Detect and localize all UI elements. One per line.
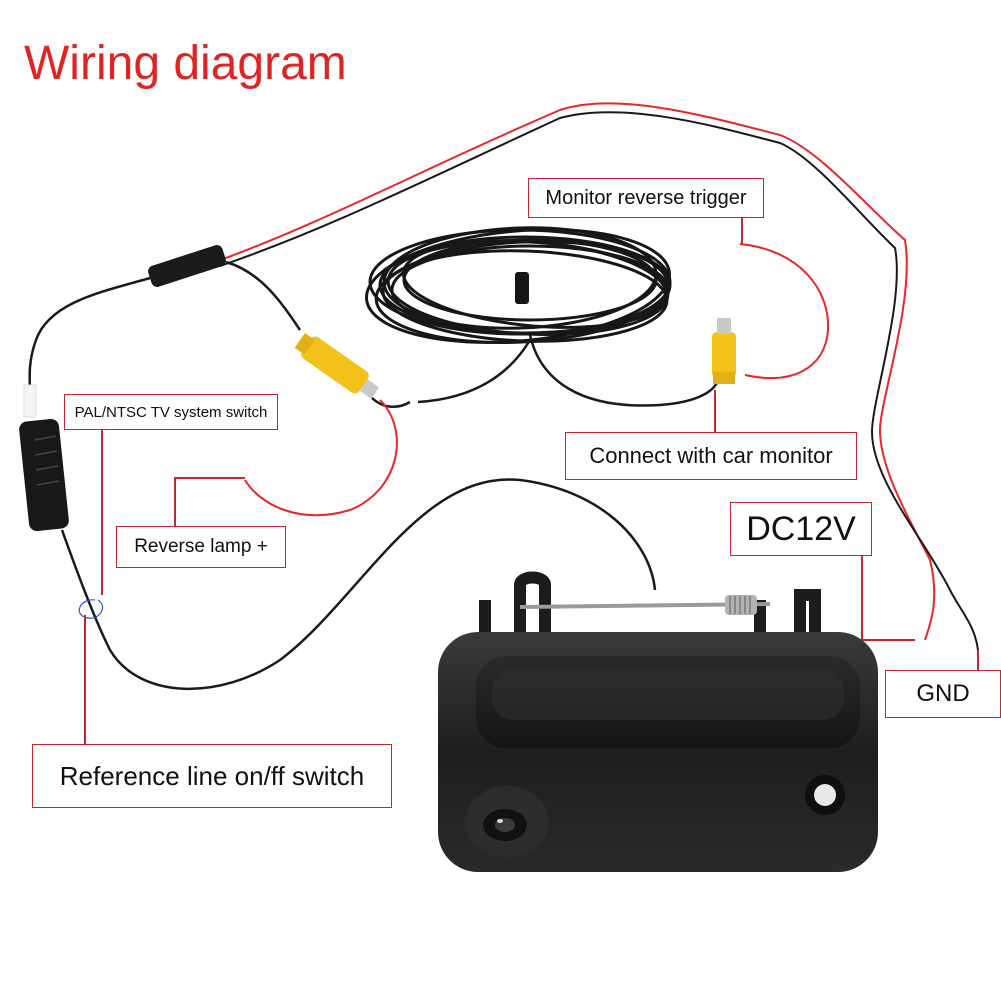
- label-reference-line-switch: Reference line on/ff switch: [32, 744, 392, 808]
- keyhole-icon: [805, 775, 845, 815]
- camera-cable: [60, 478, 657, 691]
- monitor-video-wire: [528, 334, 720, 407]
- camera-lens-icon: [465, 786, 549, 858]
- leader-dc: [861, 556, 915, 641]
- label-dc12v: DC12V: [730, 502, 872, 556]
- label-monitor-reverse-trigger: Monitor reverse trigger: [528, 178, 764, 218]
- video-wire: [225, 260, 302, 331]
- white-sleeve: [23, 384, 37, 418]
- rca-connector-monitor: [712, 318, 736, 384]
- label-reverse-lamp: Reverse lamp +: [116, 526, 286, 568]
- rca-connector-camera: [294, 332, 380, 399]
- inline-junction-box: [148, 245, 226, 287]
- label-connect-car-monitor: Connect with car monitor: [565, 432, 857, 480]
- tailgate-handle-camera: [438, 632, 878, 872]
- pal-ntsc-connector: [19, 419, 69, 531]
- left-harness-wire: [28, 276, 151, 411]
- leader-reverse: [174, 477, 245, 526]
- label-gnd: GND: [885, 670, 1001, 718]
- label-pal-ntsc-switch: PAL/NTSC TV system switch: [64, 394, 278, 430]
- page-title: Wiring diagram: [24, 37, 347, 90]
- red-power-wire: [214, 102, 936, 641]
- coiled-cable: [365, 226, 672, 345]
- reverse-lamp-wire: [244, 399, 398, 517]
- black-ground-wire: [219, 111, 979, 651]
- handle-bracket: [479, 571, 821, 646]
- blue-loop-wire: [78, 599, 103, 619]
- trigger-wire: [739, 243, 830, 379]
